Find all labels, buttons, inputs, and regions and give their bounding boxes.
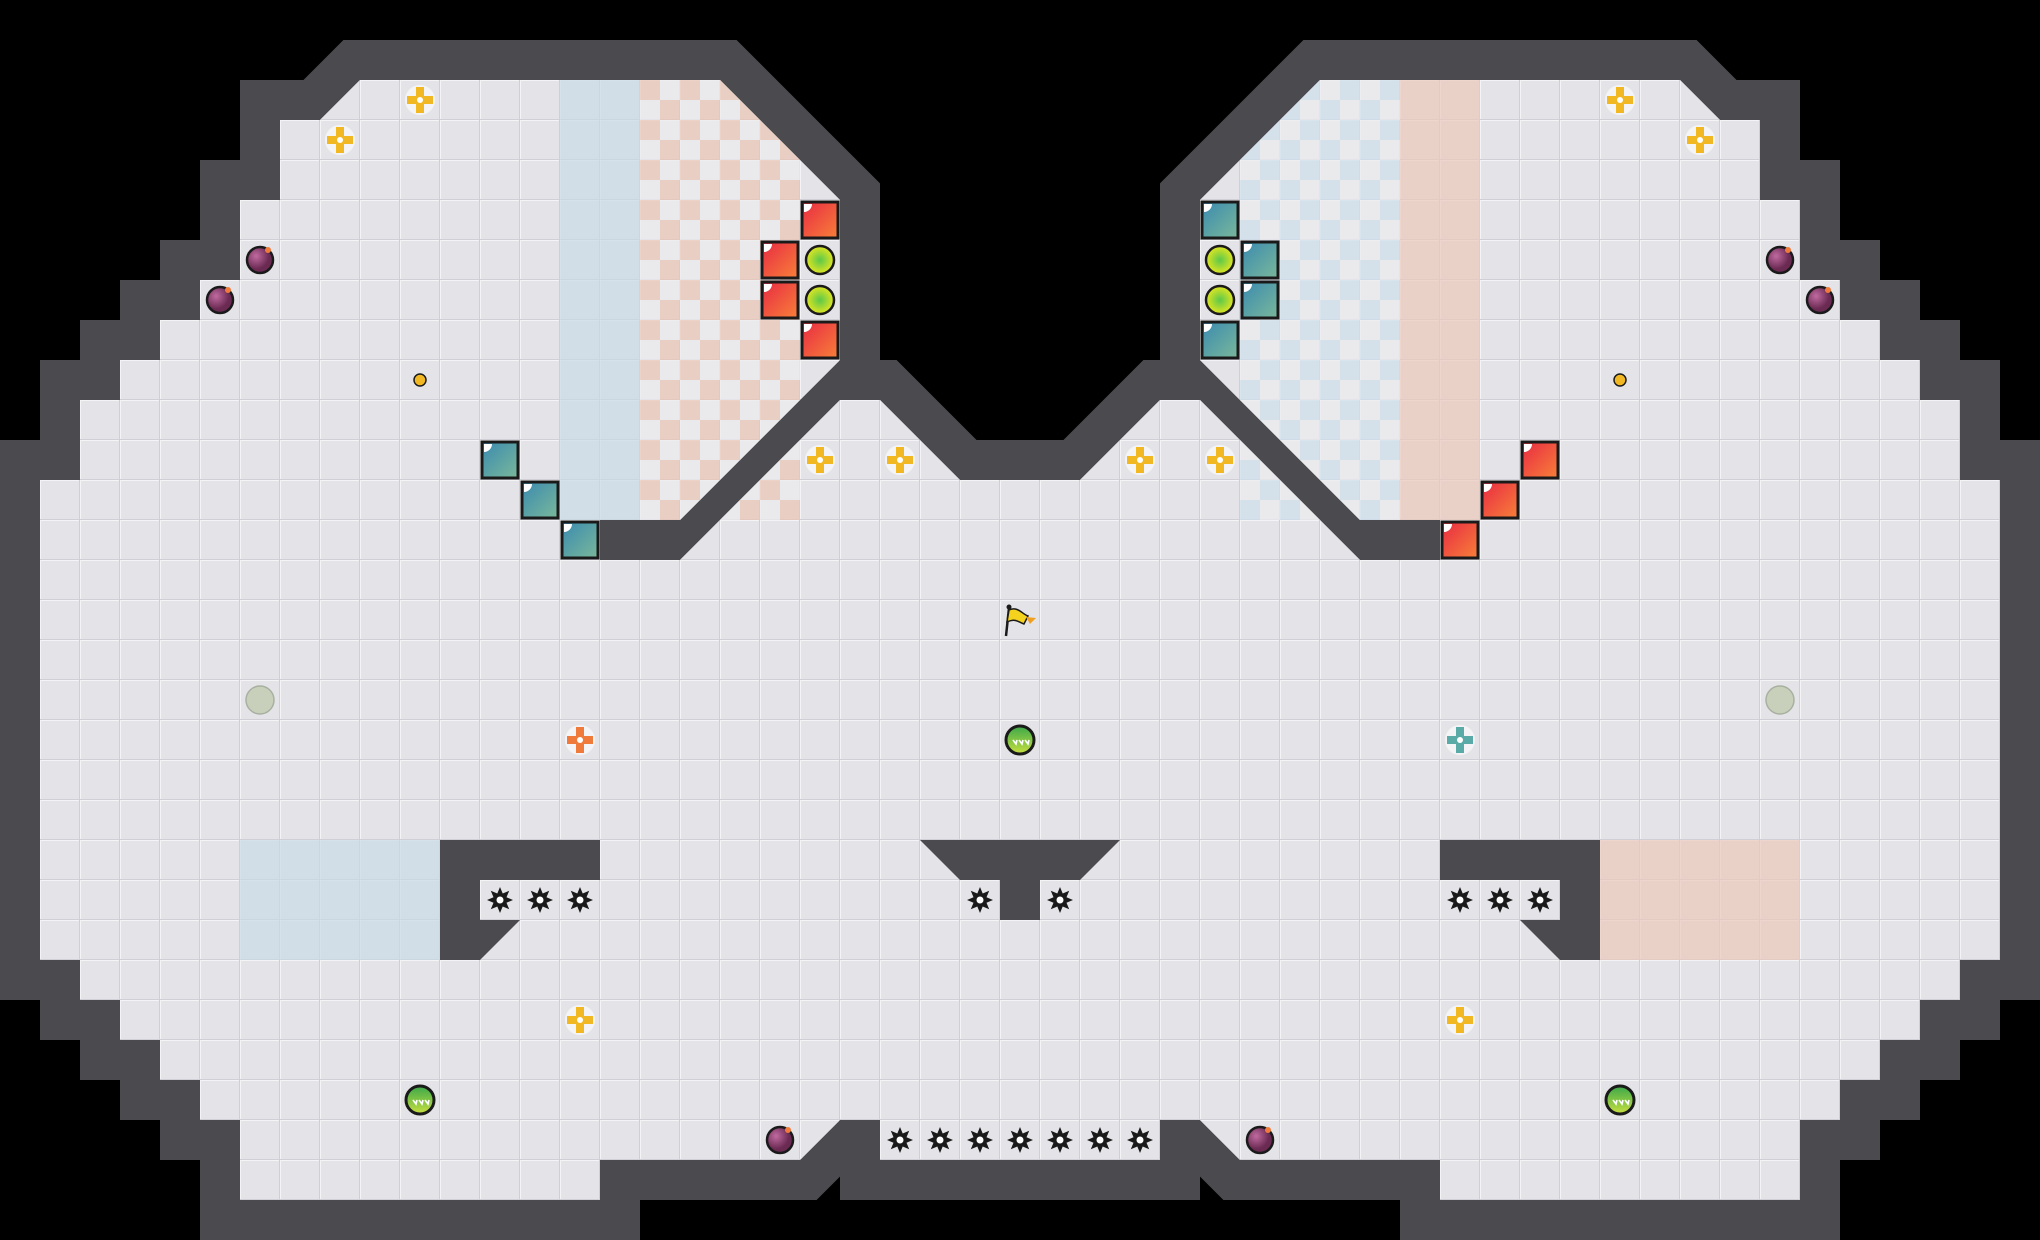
red-block bbox=[760, 240, 800, 280]
small-coin bbox=[413, 373, 427, 387]
spike-icon bbox=[1127, 1127, 1153, 1153]
center-t-wall bbox=[920, 840, 1120, 920]
teal-block bbox=[1200, 200, 1240, 240]
purple-bomb bbox=[1805, 285, 1835, 315]
purple-bomb bbox=[1245, 1125, 1275, 1155]
purple-bomb bbox=[205, 285, 235, 315]
purple-bomb bbox=[765, 1125, 795, 1155]
spike-icon bbox=[1047, 1127, 1073, 1153]
yellow-plus-icon bbox=[325, 125, 355, 155]
yellow-switch bbox=[1204, 284, 1236, 316]
spike-icon bbox=[927, 1127, 953, 1153]
spike-icon bbox=[1007, 1127, 1033, 1153]
yellow-switch bbox=[804, 284, 836, 316]
gray-pad bbox=[1765, 685, 1795, 715]
red-block bbox=[800, 320, 840, 360]
goal-flag-icon bbox=[1004, 604, 1036, 637]
red-block bbox=[1520, 440, 1560, 480]
purple-bomb bbox=[245, 245, 275, 275]
spike-icon bbox=[1087, 1127, 1113, 1153]
green-ball bbox=[1004, 724, 1036, 756]
green-ball bbox=[1604, 1084, 1636, 1116]
red-block bbox=[760, 280, 800, 320]
red-block bbox=[800, 200, 840, 240]
yellow-plus-icon bbox=[1445, 1005, 1475, 1035]
yellow-switch bbox=[804, 244, 836, 276]
small-coin bbox=[1613, 373, 1627, 387]
spike-icon bbox=[1527, 887, 1553, 913]
yellow-plus-icon bbox=[885, 445, 915, 475]
left-bracket-wall bbox=[440, 840, 600, 960]
spike-icon bbox=[967, 887, 993, 913]
teal-block bbox=[480, 440, 520, 480]
yellow-switch bbox=[1204, 244, 1236, 276]
yellow-plus-icon bbox=[565, 1005, 595, 1035]
spike-icon bbox=[967, 1127, 993, 1153]
gray-pad bbox=[245, 685, 275, 715]
spike-icon bbox=[527, 887, 553, 913]
yellow-plus-icon bbox=[405, 85, 435, 115]
teal-plus-icon bbox=[1445, 725, 1475, 755]
teal-block bbox=[520, 480, 560, 520]
teal-block bbox=[1240, 240, 1280, 280]
orange-plus-icon bbox=[565, 725, 595, 755]
spike-icon bbox=[1487, 887, 1513, 913]
purple-bomb bbox=[1765, 245, 1795, 275]
right-bracket-wall bbox=[1440, 840, 1600, 960]
red-block bbox=[1440, 520, 1480, 560]
spike-icon bbox=[1047, 887, 1073, 913]
spike-icon bbox=[1447, 887, 1473, 913]
spike-icon bbox=[567, 887, 593, 913]
teal-block bbox=[1240, 280, 1280, 320]
yellow-plus-icon bbox=[805, 445, 835, 475]
spike-icon bbox=[487, 887, 513, 913]
yellow-plus-icon bbox=[1205, 445, 1235, 475]
red-block bbox=[1480, 480, 1520, 520]
yellow-plus-icon bbox=[1125, 445, 1155, 475]
teal-block bbox=[560, 520, 600, 560]
green-ball bbox=[404, 1084, 436, 1116]
yellow-plus-icon bbox=[1605, 85, 1635, 115]
teal-block bbox=[1200, 320, 1240, 360]
yellow-plus-icon bbox=[1685, 125, 1715, 155]
spike-icon bbox=[887, 1127, 913, 1153]
